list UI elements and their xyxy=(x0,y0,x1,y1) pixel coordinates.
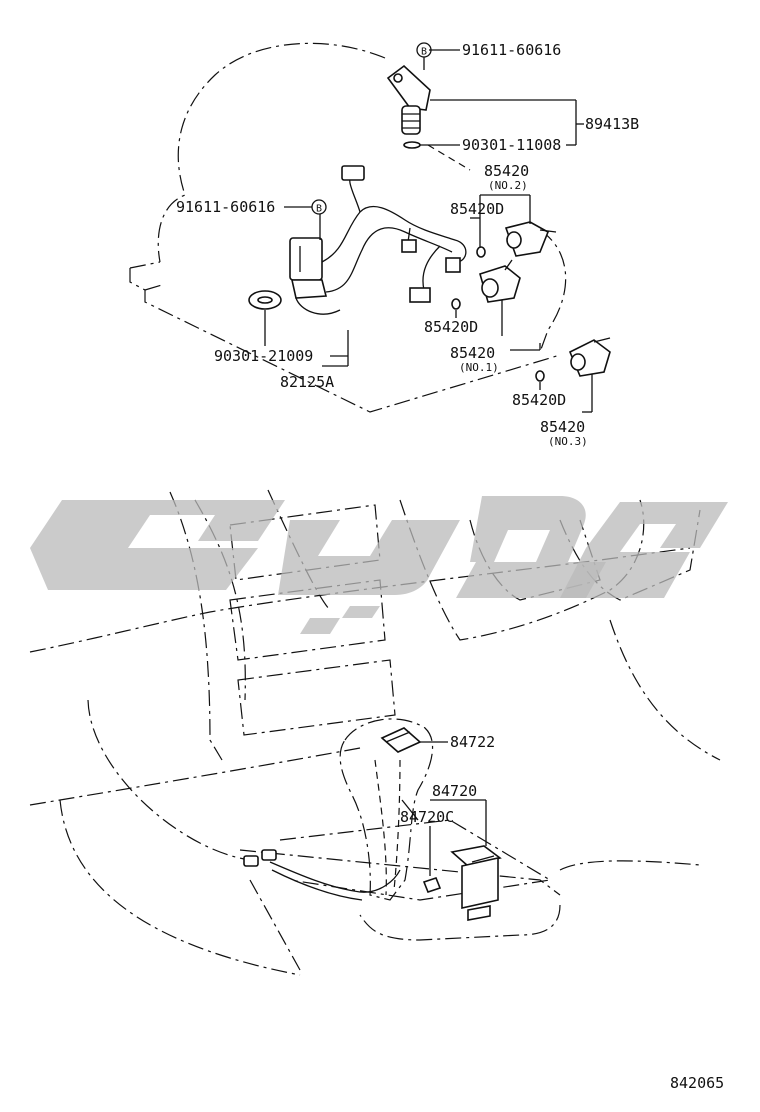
part-84720c: 84720C xyxy=(400,808,454,826)
part-91611-60616-top: 91611-60616 xyxy=(462,41,561,59)
part-90301-11008: 90301-11008 xyxy=(462,136,561,154)
part-89413b: 89413B xyxy=(585,115,639,133)
figure-number: 842065 xyxy=(670,1074,724,1092)
part-84720: 84720 xyxy=(432,782,477,800)
part-84722: 84722 xyxy=(450,733,495,751)
vsv-no1 xyxy=(479,259,521,303)
top-assembly: B B 91611-60616 89413B 90301-11008 85420… xyxy=(129,41,639,448)
part-85420d-a: 85420D xyxy=(450,200,504,218)
leader-lines-top xyxy=(264,49,593,413)
cam-position-sensor xyxy=(386,64,431,135)
part-82125a: 82125A xyxy=(280,373,334,391)
shift-lever xyxy=(339,718,434,901)
vsv-no2 xyxy=(504,221,557,257)
part-90301-21009: 90301-21009 xyxy=(214,347,313,365)
part-91611-60616-left: 91611-60616 xyxy=(176,198,275,216)
b-symbol-top-label: B xyxy=(421,47,427,58)
crank-sensor-harness xyxy=(289,165,467,315)
bottom-assembly: 84722 84720 84720C xyxy=(29,489,721,976)
vsv-no3 xyxy=(568,337,611,377)
pattern-select-switch xyxy=(450,845,502,921)
b-symbol-left-label: B xyxy=(316,204,322,215)
part-85420-no3: 85420 xyxy=(540,418,585,436)
b-symbol-left: B xyxy=(311,199,327,215)
part-85420d-b: 85420D xyxy=(424,318,478,336)
part-85420-no1: 85420 xyxy=(450,344,495,362)
watermark-logo xyxy=(30,496,728,634)
part-85420-no2: 85420 xyxy=(484,162,529,180)
label-no2: (NO.2) xyxy=(488,179,528,192)
part-85420d-c: 85420D xyxy=(512,391,566,409)
label-no1: (NO.1) xyxy=(459,361,499,374)
leader-lines-bottom xyxy=(401,741,487,876)
label-no3: (NO.3) xyxy=(548,435,588,448)
b-symbol-top: B xyxy=(416,42,432,58)
